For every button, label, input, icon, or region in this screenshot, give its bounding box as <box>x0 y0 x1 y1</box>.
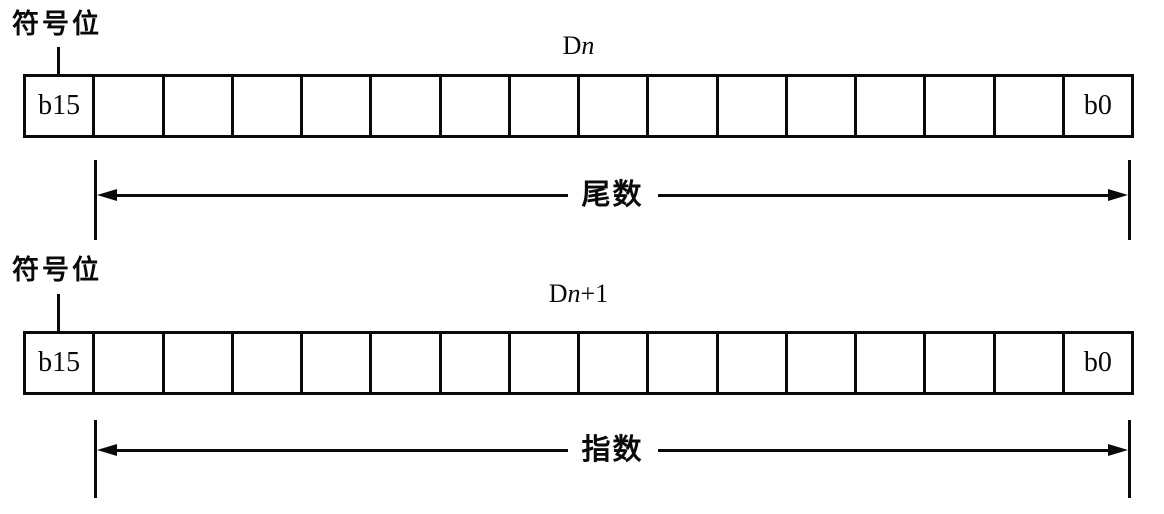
mantissa-span-arrow: 尾数 <box>94 160 1131 240</box>
register-cell <box>369 77 438 135</box>
sign-bit-label: 符号位 <box>12 9 102 39</box>
register-title-suffix: +1 <box>580 279 609 308</box>
dimension-tick-left <box>94 160 97 240</box>
register-title: Dn+1 <box>23 281 1134 307</box>
register-title-variable: n <box>567 279 581 308</box>
arrowhead-right-icon <box>1108 189 1129 201</box>
bit-cell-b0: b0 <box>1061 334 1131 392</box>
register-cell <box>577 77 646 135</box>
register-cell <box>784 77 854 135</box>
arrow-line-segment <box>117 193 568 197</box>
sign-bit-callout-line <box>57 47 60 74</box>
register-cell <box>715 334 785 392</box>
register-dn: b15 b0 <box>23 74 1134 138</box>
register-title-variable: n <box>581 31 595 60</box>
register-cell <box>715 77 785 135</box>
sign-bit-label: 符号位 <box>12 255 102 285</box>
register-cell <box>92 334 161 392</box>
register-cell <box>854 334 923 392</box>
arrowhead-left-icon <box>97 444 117 456</box>
register-cell <box>438 334 508 392</box>
arrowhead-left-icon <box>97 189 117 201</box>
register-cell <box>854 77 923 135</box>
arrow-line-segment <box>117 448 568 452</box>
register-cell <box>438 77 508 135</box>
sign-bit-callout-line <box>57 294 60 331</box>
register-title-prefix: D <box>562 31 582 60</box>
register-cell <box>992 334 1062 392</box>
register-title: Dn <box>23 33 1134 59</box>
register-cell <box>923 334 992 392</box>
bit-cell-b0: b0 <box>1061 77 1131 135</box>
register-cell <box>369 334 438 392</box>
register-cell <box>646 334 715 392</box>
register-cell <box>646 77 715 135</box>
arrowhead-right-icon <box>1108 444 1129 456</box>
register-cell <box>161 334 231 392</box>
bit-cell-b15: b15 <box>38 347 81 378</box>
register-cell <box>230 334 300 392</box>
register-cell <box>923 77 992 135</box>
exponent-span-arrow: 指数 <box>94 420 1131 498</box>
dimension-tick-left <box>94 420 97 498</box>
register-cell <box>992 77 1062 135</box>
register-cell <box>300 334 369 392</box>
register-title-prefix: D <box>548 279 568 308</box>
dimension-tick-right <box>1128 160 1131 240</box>
bit-cell-b15: b15 <box>38 90 81 121</box>
register-cell <box>300 77 369 135</box>
register-dn1: b15 b0 <box>23 331 1134 395</box>
arrow-label: 尾数 <box>581 179 644 211</box>
register-cell <box>230 77 300 135</box>
register-cell <box>161 77 231 135</box>
arrow-line-segment <box>657 448 1109 452</box>
register-cell <box>92 77 161 135</box>
arrow-line-segment <box>657 193 1109 197</box>
register-cell <box>507 334 577 392</box>
arrow-label: 指数 <box>581 434 644 466</box>
register-cell <box>784 334 854 392</box>
register-cell <box>507 77 577 135</box>
dimension-tick-right <box>1128 420 1131 498</box>
register-cell <box>577 334 646 392</box>
